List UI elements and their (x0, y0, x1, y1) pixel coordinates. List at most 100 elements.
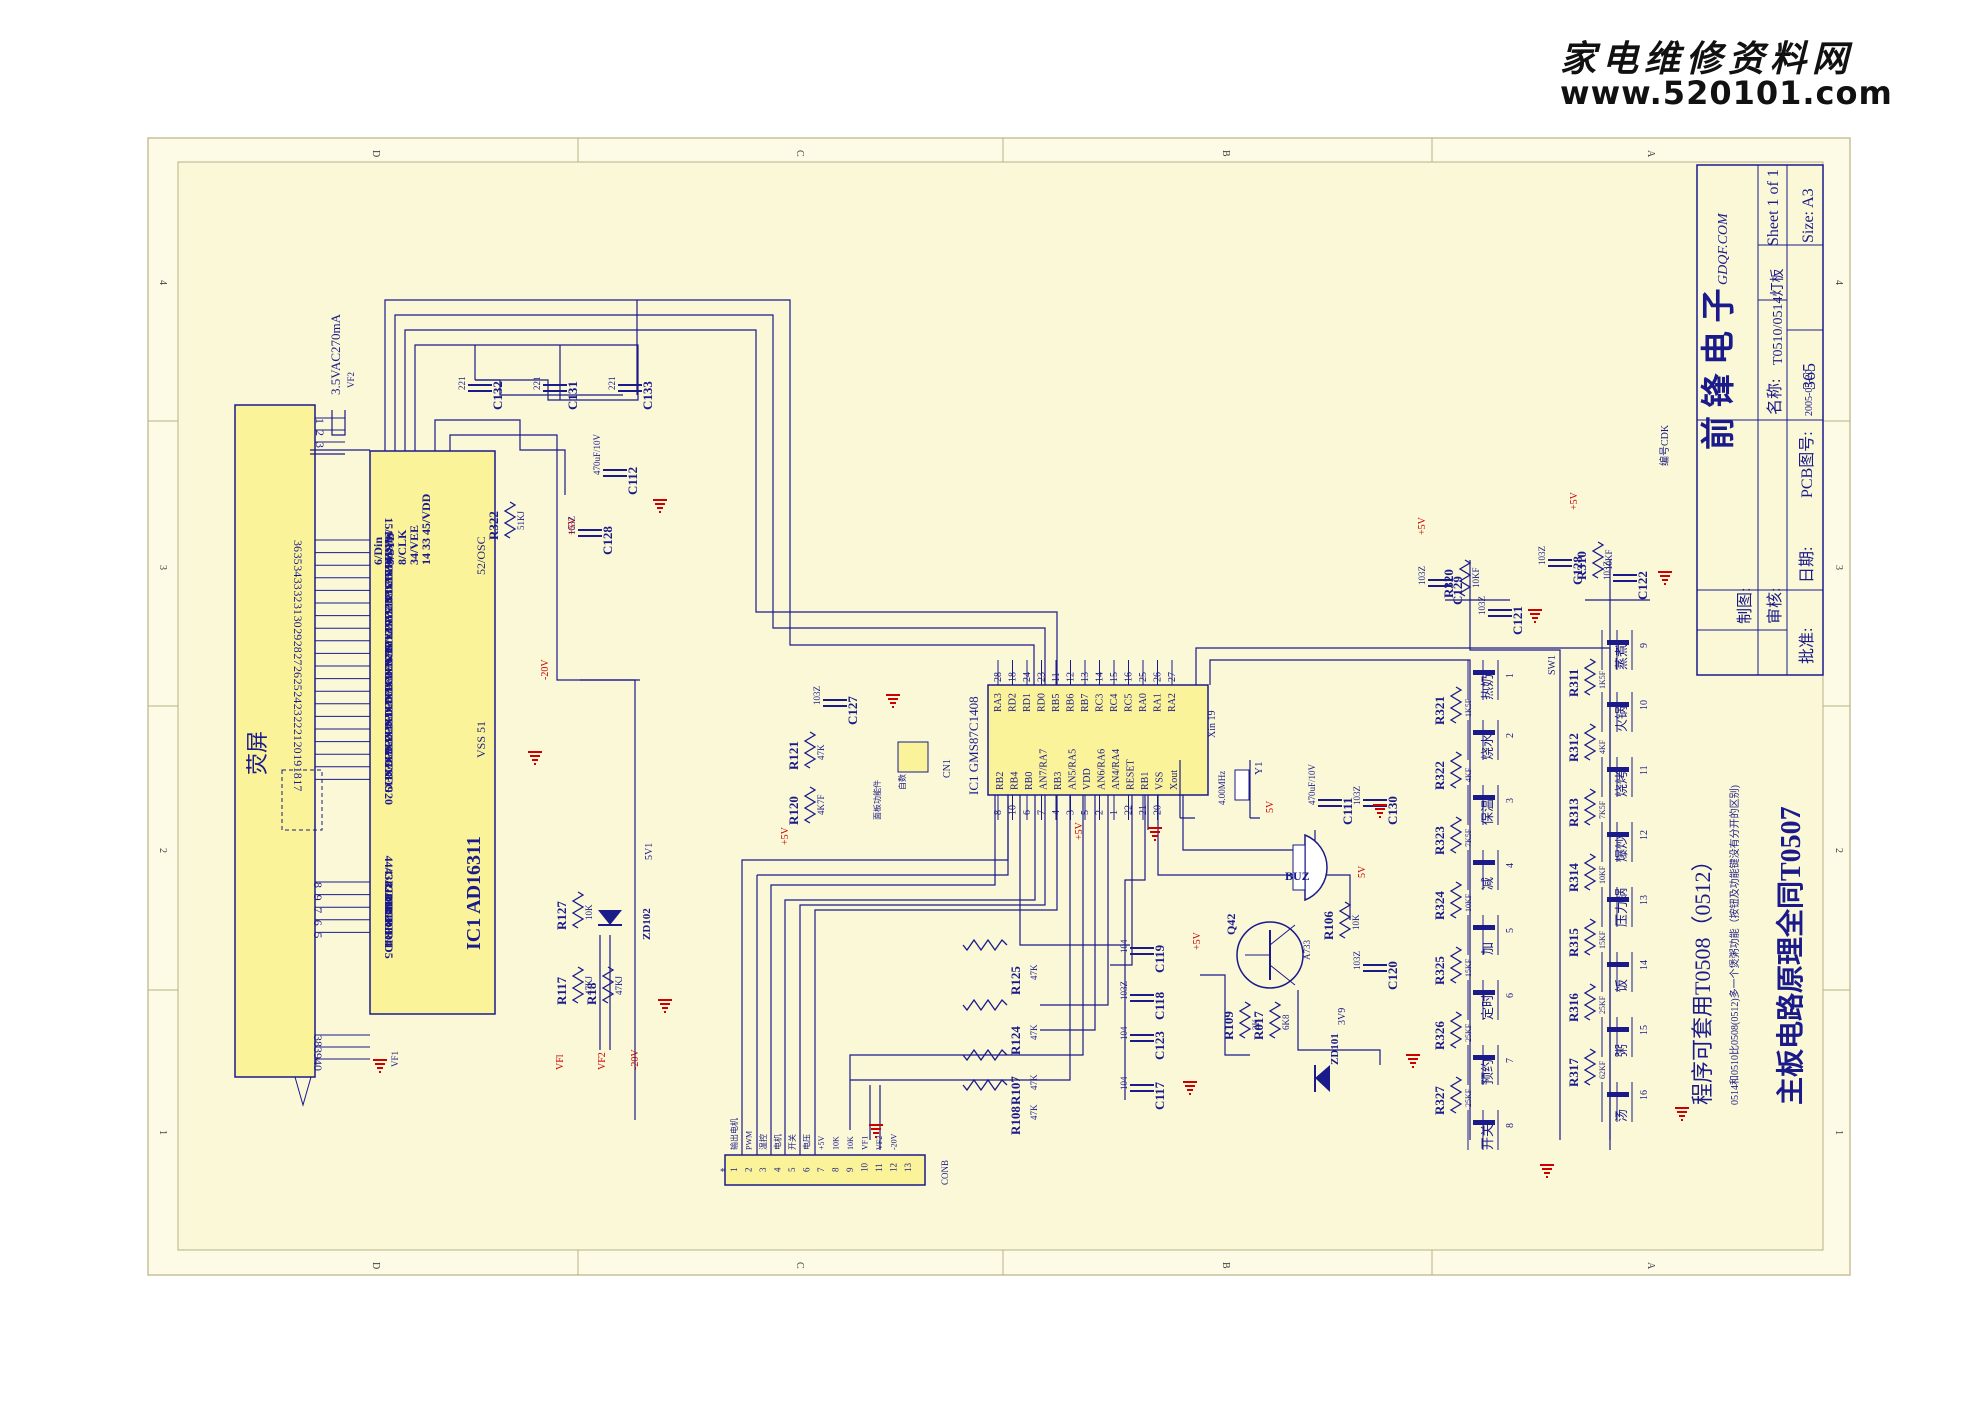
key-label: 饭 (1614, 979, 1629, 992)
resistor-ref: R117 (554, 976, 569, 1005)
sheet-size: Size: A3 (1800, 188, 1817, 243)
key-number: 2 (1505, 733, 1516, 738)
capacitor-value: 221 (457, 377, 467, 391)
mcu-pin-number: 3 (1066, 810, 1077, 815)
title-block: 前 锋 电 子 GDQF.COM Sheet 1 of 1 Size: A3 名… (1658, 164, 1824, 676)
mcu-pin-number: 13 (1080, 672, 1091, 682)
frame-col-label: A (1645, 1262, 1656, 1270)
vf-net: VF2 (346, 372, 356, 388)
name-value: T0510/0514灯板 (1770, 269, 1786, 365)
display-pin-number: 17 (291, 779, 305, 791)
display-pin-number: 20 (291, 742, 305, 754)
key-number: 10 (1639, 700, 1650, 710)
capacitor-ref: C127 (845, 696, 860, 725)
sw1-ref: SW1 (1547, 655, 1558, 675)
zd102-ref: ZD102 (641, 908, 653, 940)
key-resistor-value: 15KF (1598, 930, 1607, 949)
display-pin-number: 31 (291, 603, 305, 615)
ic1-pin-label: 40/GRID5 (382, 906, 396, 959)
key-resistor-ref: R311 (1566, 669, 1581, 697)
conb-pin-number: 4 (773, 1167, 783, 1172)
ic1-pin-label: 34/VEE (407, 525, 421, 565)
ic1-pin-label: 44/GRID1 (382, 856, 396, 909)
display-pin-number: 18 (291, 767, 305, 779)
conb-pin-label: -20V (890, 1133, 899, 1150)
key-resistor-value: 7K5F (1598, 800, 1607, 819)
display-pin-number: 28 (291, 641, 305, 653)
company-url: GDQF.COM (1716, 212, 1731, 285)
resistor-value: 10KF (1604, 549, 1614, 570)
resistor-value: 10K (1351, 914, 1361, 930)
resistor-value: 51KJ (516, 511, 526, 530)
key-resistor-ref: R317 (1566, 1058, 1581, 1087)
resistor-ref: R106 (1321, 911, 1336, 940)
mcu-pin-number: 16 (1124, 672, 1135, 682)
mcu-pin-number: 24 (1022, 672, 1033, 682)
ic1-name: IC1 AD16311 (463, 836, 485, 950)
mcu-gms87c1408: IC1 GMS87C1408 Xin 19 (966, 684, 1218, 796)
mcu-xin: Xin 19 (1207, 711, 1218, 739)
mcu-pin-number: 25 (1138, 672, 1149, 682)
ic1-pin-label: 15/SEG1 (382, 517, 396, 562)
ic1-pin-label: 29/SEG15 (382, 691, 396, 742)
capacitor-ref: C121 (1510, 606, 1525, 635)
resistor-value: 47K (1029, 1024, 1039, 1040)
conb-pin-label: VF2 (875, 1136, 884, 1150)
capacitor-ref: C130 (1385, 796, 1400, 825)
key-label: 压力锅 (1614, 888, 1629, 927)
display-pin-number: 25 (291, 679, 305, 691)
display-pin-number: 1 (313, 418, 327, 424)
key-label: 汤 (1614, 1109, 1629, 1122)
mcu-pin-label: RD0 (1037, 693, 1048, 712)
ic1-pin-label: 6/Din (371, 537, 385, 565)
buzzer-ref: BUZ (1285, 869, 1310, 883)
key-label: 烧水 (1480, 734, 1495, 760)
resistor-ref: R127 (554, 901, 569, 930)
resistor-ref: R18 (584, 982, 599, 1005)
mcu-pin-number: 23 (1037, 672, 1048, 682)
capacitor-value: 470uF/10V (592, 433, 602, 475)
key-resistor-value: 62KF (1598, 1060, 1607, 1079)
ic1-pin-label: 16/SEG2 (382, 530, 396, 575)
n5v-net-b: 5V (1357, 865, 1368, 878)
capacitor-ref: C128 (600, 526, 615, 555)
conb-pin-number: 6 (802, 1167, 812, 1172)
ic1-pin-label: 42/GRID3 (382, 881, 396, 934)
capacitor-value: 104 (1119, 1076, 1129, 1090)
conb-ref: CONB (940, 1160, 950, 1185)
wires (310, 299, 1650, 1155)
key-resistor-value: 25KF (1464, 1023, 1473, 1042)
drawn-label: 制图: (1736, 588, 1754, 624)
q42-type: A733 (1302, 940, 1312, 960)
capacitor-value: 221 (607, 377, 617, 391)
conb-pin-number: 13 (903, 1163, 913, 1173)
key-resistor-value: 25KF (1598, 995, 1607, 1014)
frame-col-label: C (794, 150, 805, 157)
mcu-name: IC1 GMS87C1408 (966, 696, 981, 795)
resistor-value: 47K (816, 744, 826, 760)
ic1-pin-label: 27/SEG13 (382, 666, 396, 717)
conb-pin-number: 8 (831, 1167, 841, 1172)
ic1-pin-label: 35/SEG19 (382, 741, 396, 792)
mcu-pin-number: 6 (1022, 810, 1033, 815)
capacitor-value: 103Z (1352, 951, 1362, 970)
zd101-val: 3V9 (1337, 1008, 1348, 1025)
capacitor-ref: C119 (1152, 944, 1167, 973)
date-value: 2005-05-20 (1804, 369, 1815, 416)
key-label: 保温 (1480, 799, 1495, 825)
display-pin-number: 35 (291, 553, 305, 565)
conb-pin-number: 11 (874, 1163, 884, 1172)
frame-row-label: 2 (157, 848, 168, 853)
watermark-url: www.520101.com (1560, 74, 1893, 112)
mcu-pin-number: 21 (1138, 805, 1149, 815)
key-number: 13 (1639, 895, 1650, 905)
conb-pins: 1输出电机2PWM3温控4电机5开关6电压7+5V810K910K10VF111… (729, 1118, 913, 1172)
capacitor-value: 103Z (1352, 786, 1362, 805)
capacitor-value: 103Z (1119, 981, 1129, 1000)
key-resistor-ref: R324 (1432, 891, 1447, 920)
mcu-pin-label: VSS (1155, 772, 1166, 790)
key-label: 爆炒 (1614, 836, 1629, 862)
display-pin-number: 2 (313, 430, 327, 436)
